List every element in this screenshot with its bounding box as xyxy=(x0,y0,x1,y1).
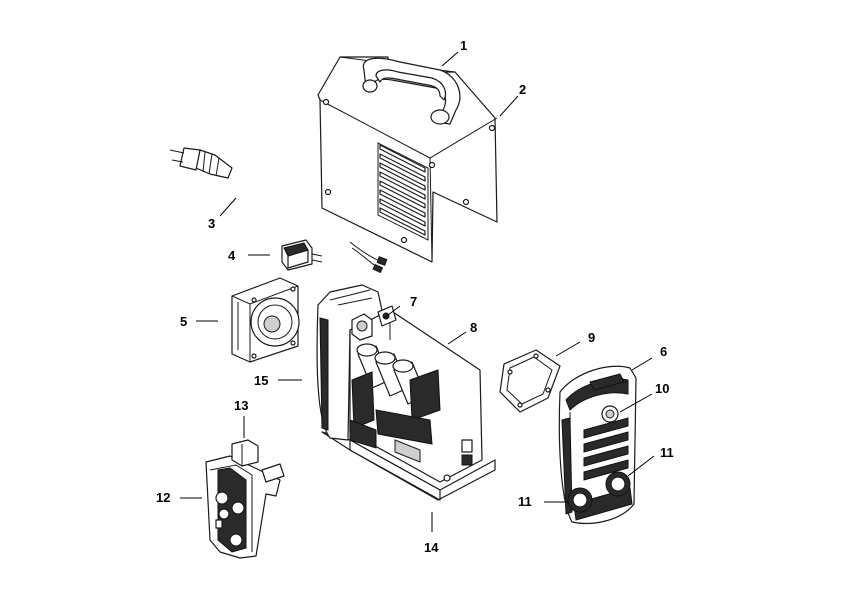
callout-11-right: 11 xyxy=(660,445,674,460)
socket-icon xyxy=(567,471,631,513)
callout-14: 14 xyxy=(424,540,439,555)
vent-louvers xyxy=(377,142,429,241)
callout-12: 12 xyxy=(156,490,170,505)
callout-4: 4 xyxy=(228,248,236,263)
callout-9: 9 xyxy=(588,330,595,345)
callout-5: 5 xyxy=(180,314,187,329)
power-cable-plug-icon xyxy=(169,147,388,274)
rear-panel-icon xyxy=(205,455,281,559)
knob-icon xyxy=(601,405,619,423)
mounting-plate-icon xyxy=(499,349,561,413)
carry-handle-icon xyxy=(362,57,461,125)
callout-6: 6 xyxy=(660,344,667,359)
housing-cover-icon xyxy=(317,56,498,263)
callouts: 1 2 3 4 5 6 7 8 9 10 11 11 12 13 14 15 xyxy=(156,38,674,555)
main-chassis-assembly xyxy=(316,284,496,501)
callout-15: 15 xyxy=(254,373,268,388)
callout-1: 1 xyxy=(460,38,467,53)
callout-8: 8 xyxy=(470,320,477,335)
heatsinks xyxy=(349,369,441,463)
bracket-icon xyxy=(231,439,285,483)
callout-10: 10 xyxy=(655,381,669,396)
callout-13: 13 xyxy=(234,398,248,413)
callout-3: 3 xyxy=(208,216,215,231)
callout-11-left: 11 xyxy=(518,494,532,509)
power-switch-icon xyxy=(281,239,323,271)
leader-lines xyxy=(180,51,655,532)
callout-7: 7 xyxy=(410,294,417,309)
front-panel-ribs xyxy=(583,417,629,481)
callout-2: 2 xyxy=(519,82,526,97)
cooling-fan-icon xyxy=(231,277,300,363)
